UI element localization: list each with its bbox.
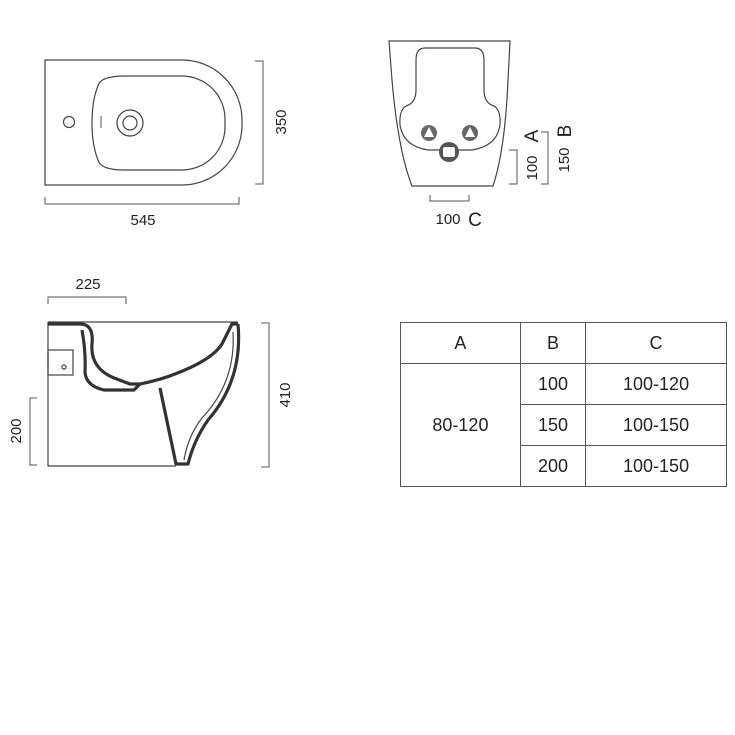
b-value-cell: 100 [519,363,587,405]
b-dimension-line [541,131,549,185]
c-value-cell: 100-150 [585,445,727,487]
top-view-outline [44,59,243,186]
side-view-wall-outline [47,322,176,467]
top-view: 545 350 [44,59,290,229]
spec-table: A B C 80-120 100 100-120 150 100-150 200… [400,322,727,487]
side-view: 225 410 200 [8,276,294,468]
left-connection-icon [421,125,437,141]
side-view-bowl-section [48,322,238,386]
a-dimension-line [509,149,518,185]
width-dimension-line [44,197,240,205]
side-view-bowl-inner [80,329,142,392]
b-dimension-letter: B [555,125,576,138]
table-header-row: A B C [400,322,727,364]
floor-dimension-line [29,397,37,466]
height-dimension-label: 410 [277,382,294,407]
drain-inner-icon [122,115,138,131]
table-row: 150 100-150 [401,404,727,446]
side-view-pedestal [158,323,241,466]
floor-dimension-label: 200 [8,418,25,443]
height-dimension-line [261,322,270,468]
depth-dimension-line [255,60,264,185]
b-value-cell: 200 [519,445,587,487]
a-value-cell: 80-120 [400,363,521,487]
fixing-hole-icon [61,364,67,370]
c-value-cell: 100-120 [585,363,727,405]
side-view-pedestal-inner [183,331,234,461]
side-view-rear-block [47,349,74,376]
table-row: 80-120 100 100-120 [400,363,727,487]
a-dimension-letter: A [522,129,543,142]
table-row: 200 100-150 [401,445,727,487]
rear-view-recess [399,47,501,151]
a-dimension-value: 100 [524,155,541,180]
tap-hole-icon [62,115,76,129]
right-connection-icon [462,125,478,141]
c-dimension-letter: C [468,210,482,231]
c-value-cell: 100-150 [585,404,727,446]
top-view-bowl [91,75,226,171]
offset-dimension-label: 225 [75,276,100,293]
drain-outlet-icon [439,142,459,162]
offset-dimension-line [47,296,127,304]
c-dimension-line [429,195,470,202]
c-dimension-value: 100 [435,211,460,228]
rear-view: 100 A 150 B 100 C [388,40,576,231]
header-c: C [585,322,727,364]
width-dimension-label: 545 [130,212,155,229]
rear-view-outline [388,40,511,187]
b-dimension-value: 150 [556,147,573,172]
depth-dimension-label: 350 [273,109,290,134]
header-b: B [519,322,587,364]
drain-outer-icon [116,109,144,137]
b-value-cell: 150 [519,404,587,446]
header-a: A [400,322,521,364]
